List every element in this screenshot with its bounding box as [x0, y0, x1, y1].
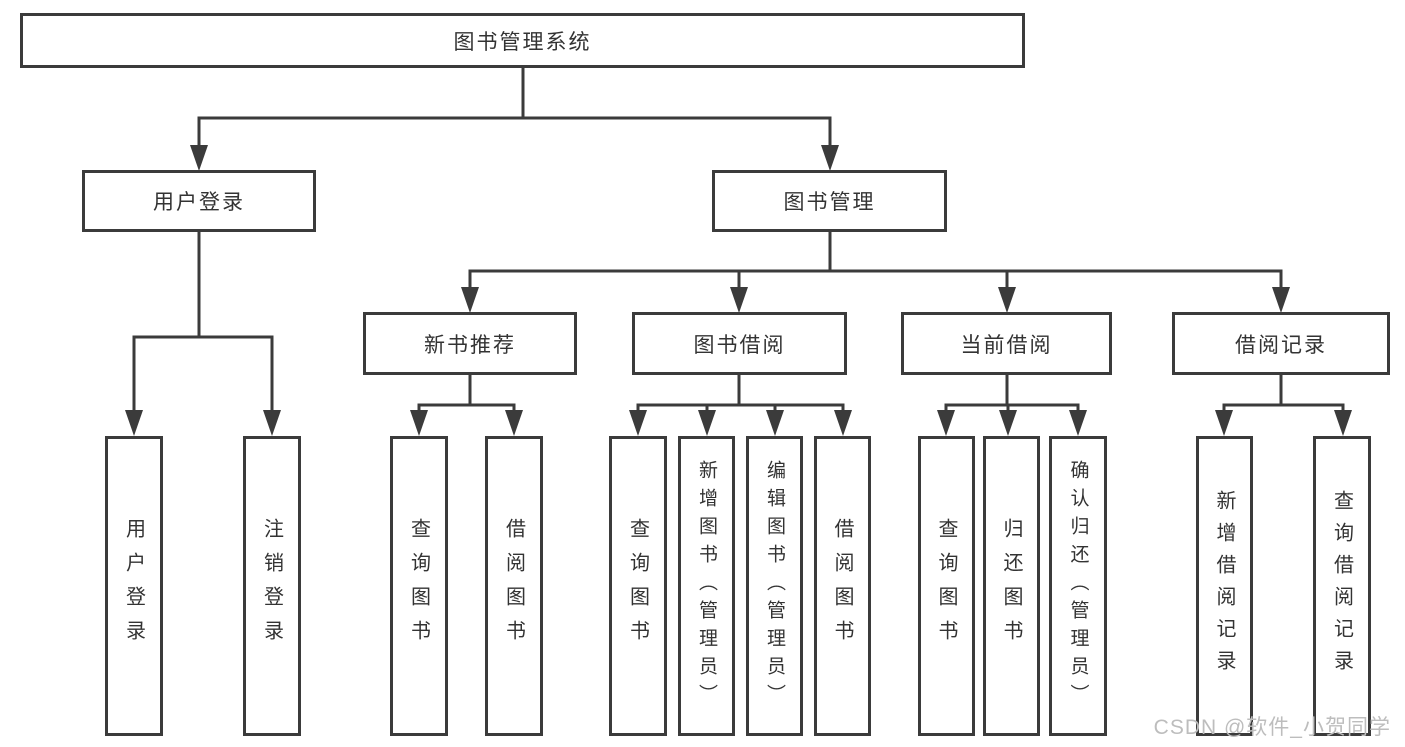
node-user-login: 用户登录	[105, 436, 163, 736]
node-library-management-system: 图书管理系统	[20, 13, 1025, 68]
node-add-books-admin: 新增图书（管理员）	[678, 436, 735, 736]
node-confirm-return-admin: 确认归还（管理员）	[1049, 436, 1107, 736]
node-query-books-borrowing: 查询图书	[609, 436, 667, 736]
node-user-login-group: 用户登录	[82, 170, 316, 232]
node-query-books-recommend: 查询图书	[390, 436, 448, 736]
node-borrow-books: 借阅图书	[814, 436, 871, 736]
node-book-management: 图书管理	[712, 170, 947, 232]
node-borrowing-records: 借阅记录	[1172, 312, 1390, 375]
node-add-borrow-record: 新增借阅记录	[1196, 436, 1253, 736]
csdn-watermark: CSDN @软件_小贺同学	[1153, 716, 1391, 739]
node-query-borrow-record: 查询借阅记录	[1313, 436, 1371, 736]
node-new-book-recommend: 新书推荐	[363, 312, 577, 375]
node-book-borrowing: 图书借阅	[632, 312, 847, 375]
node-return-books: 归还图书	[983, 436, 1040, 736]
node-query-books-current: 查询图书	[918, 436, 975, 736]
node-borrow-books-recommend: 借阅图书	[485, 436, 543, 736]
node-current-borrowing: 当前借阅	[901, 312, 1112, 375]
node-edit-books-admin: 编辑图书（管理员）	[746, 436, 803, 736]
node-logout: 注销登录	[243, 436, 301, 736]
